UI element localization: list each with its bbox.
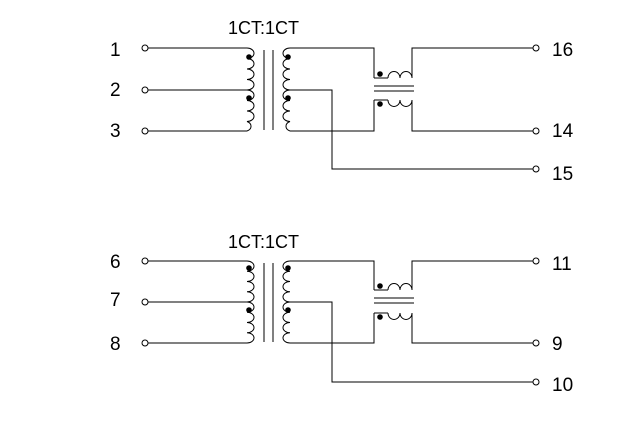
- secondary-coil: [282, 47, 291, 91]
- choke-coil: [387, 283, 413, 291]
- terminal: [141, 86, 149, 94]
- secondary-coil: [282, 301, 291, 344]
- transformer-circuit-2: 1CT:1CT 6 7 8 11 9 10: [110, 232, 573, 396]
- pin-label: 9: [552, 334, 563, 355]
- pin-label: 2: [110, 80, 121, 101]
- polarity-dot: [377, 101, 383, 107]
- polarity-dot: [285, 54, 291, 60]
- terminal: [532, 44, 540, 52]
- polarity-dot: [246, 54, 252, 60]
- wire: [290, 47, 375, 78]
- wire: [290, 313, 375, 344]
- wire: [290, 100, 375, 132]
- polarity-dot: [377, 71, 383, 77]
- terminal: [141, 257, 149, 265]
- wire: [411, 100, 533, 132]
- pin-label: 7: [110, 290, 121, 311]
- pin-label: 10: [552, 375, 573, 396]
- wire: [411, 260, 533, 290]
- polarity-dot: [246, 95, 252, 101]
- polarity-dot: [285, 265, 291, 271]
- terminal: [532, 257, 540, 265]
- wire: [290, 260, 375, 290]
- terminal: [141, 339, 149, 347]
- terminal: [141, 44, 149, 52]
- transformer-circuit-1: 1CT:1CT 1 2 3 16 14 15: [110, 18, 574, 185]
- terminal: [532, 378, 540, 386]
- secondary-coil: [282, 260, 291, 303]
- polarity-dot: [246, 307, 252, 313]
- polarity-dot: [285, 307, 291, 313]
- terminal: [532, 127, 540, 135]
- pin-label: 1: [110, 40, 121, 61]
- turns-ratio-label: 1CT:1CT: [228, 232, 299, 252]
- pin-label: 11: [552, 254, 572, 275]
- polarity-dot: [377, 314, 383, 320]
- primary-coil: [246, 260, 255, 303]
- choke-coil: [387, 312, 413, 320]
- terminal: [141, 298, 149, 306]
- pin-label: 3: [110, 121, 121, 142]
- primary-coil: [246, 47, 255, 91]
- choke-coil: [387, 71, 413, 79]
- terminal: [532, 165, 540, 173]
- pin-label: 15: [552, 164, 573, 185]
- polarity-dot: [285, 95, 291, 101]
- center-tap-wire: [290, 89, 533, 170]
- terminal: [532, 339, 540, 347]
- pin-label: 14: [552, 121, 574, 142]
- secondary-coil: [282, 89, 291, 132]
- primary-coil: [246, 301, 255, 344]
- turns-ratio-label: 1CT:1CT: [228, 18, 299, 38]
- terminal: [141, 127, 149, 135]
- choke-coil: [387, 99, 413, 107]
- wire: [411, 313, 533, 344]
- pin-label: 8: [110, 334, 121, 355]
- polarity-dot: [377, 283, 383, 289]
- primary-coil: [246, 89, 255, 132]
- polarity-dot: [246, 265, 252, 271]
- wire: [411, 47, 533, 78]
- pin-label: 16: [552, 40, 573, 61]
- center-tap-wire: [290, 301, 533, 383]
- pin-label: 6: [110, 252, 121, 273]
